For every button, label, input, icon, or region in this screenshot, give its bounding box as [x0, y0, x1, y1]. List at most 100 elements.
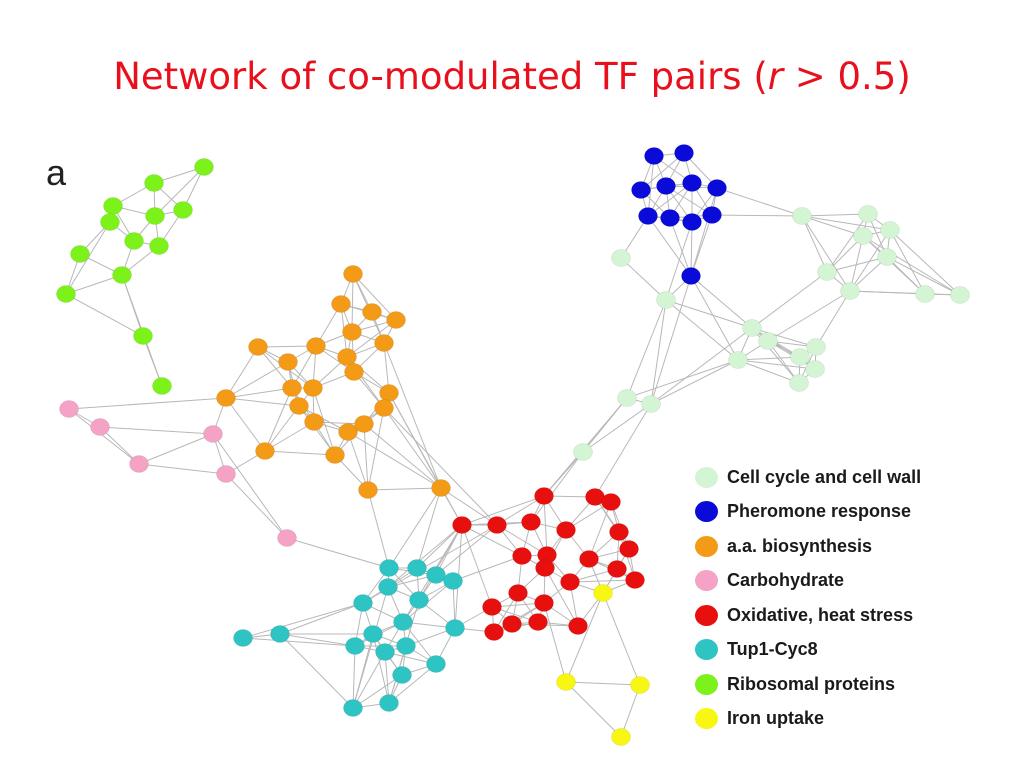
network-node-ribosomal: [103, 197, 123, 215]
network-edge: [286, 537, 390, 569]
network-node-cell-cycle: [742, 319, 762, 337]
network-edge: [815, 290, 851, 348]
network-edge: [351, 273, 354, 333]
network-edge: [68, 408, 140, 465]
network-edge: [363, 423, 369, 491]
network-edge: [650, 299, 667, 405]
network-node-oxidative: [579, 550, 599, 568]
network-node-oxidative: [601, 493, 621, 511]
network-edge: [588, 501, 612, 560]
network-node-tup1-cyc8: [426, 655, 446, 673]
network-edge: [312, 387, 336, 456]
title-r-symbol: r: [767, 55, 783, 98]
network-node-tup1-cyc8: [375, 643, 395, 661]
legend-item-aa-biosynthesis: a.a. biosynthesis: [695, 529, 995, 564]
network-edge: [669, 217, 692, 277]
network-edge: [569, 579, 636, 583]
network-edge: [154, 166, 205, 217]
network-edge: [650, 359, 739, 405]
network-edge: [388, 392, 463, 526]
network-edge: [496, 524, 548, 556]
network-node-ribosomal: [149, 237, 169, 255]
network-node-oxidative: [534, 487, 554, 505]
network-node-iron-uptake: [611, 728, 631, 746]
network-edge: [279, 633, 356, 647]
legend-item-iron-uptake: Iron uptake: [695, 702, 995, 737]
network-node-cell-cycle: [805, 360, 825, 378]
legend-label: Cell cycle and cell wall: [727, 466, 922, 487]
network-edge: [242, 602, 364, 639]
network-edge: [279, 602, 364, 635]
network-node-carbohydrate: [90, 418, 110, 436]
network-edge: [751, 327, 817, 348]
network-node-oxidative: [534, 594, 554, 612]
legend-swatch: [695, 604, 718, 626]
network-node-oxidative: [452, 516, 472, 534]
network-edge: [826, 256, 888, 273]
network-edge: [801, 213, 869, 217]
network-node-cell-cycle: [858, 205, 878, 223]
network-edge: [737, 359, 800, 384]
network-node-aa-biosynthesis: [278, 353, 298, 371]
network-node-pheromone: [702, 206, 722, 224]
network-edge: [264, 421, 315, 452]
network-node-carbohydrate: [277, 529, 297, 547]
legend-label: Carbohydrate: [727, 570, 845, 591]
network-node-cell-cycle: [880, 221, 900, 239]
network-edge: [212, 433, 288, 539]
network-edge: [440, 487, 498, 526]
network-edge: [647, 182, 693, 217]
network-edge: [138, 463, 227, 475]
legend-swatch: [695, 501, 718, 523]
network-node-tup1-cyc8: [396, 637, 416, 655]
legend-item-pheromone: Pheromone response: [695, 495, 995, 530]
network-node-oxidative: [521, 513, 541, 531]
network-node-oxidative: [560, 573, 580, 591]
legend-item-oxidative: Oxidative, heat stress: [695, 598, 995, 633]
legend-swatch: [695, 535, 718, 557]
legend-swatch: [695, 639, 718, 661]
network-node-oxidative: [508, 584, 528, 602]
network-edge: [767, 290, 851, 342]
network-edge: [530, 451, 584, 523]
network-edge: [647, 215, 692, 277]
legend-swatch: [695, 708, 718, 730]
legend-swatch: [695, 673, 718, 695]
network-edge: [690, 221, 693, 277]
network-edge: [690, 275, 739, 361]
network-node-iron-uptake: [556, 673, 576, 691]
network-edge: [647, 155, 655, 217]
network-node-aa-biosynthesis: [431, 479, 451, 497]
network-edge: [862, 235, 926, 295]
network-node-tup1-cyc8: [343, 699, 363, 717]
network-edge: [737, 356, 801, 361]
network-edge: [372, 633, 390, 704]
network-edge: [889, 229, 961, 296]
legend-swatch: [695, 466, 718, 488]
legend-item-ribosomal: Ribosomal proteins: [695, 667, 995, 702]
network-node-aa-biosynthesis: [337, 348, 357, 366]
network-node-cell-cycle: [728, 351, 748, 369]
network-edge: [225, 346, 259, 399]
network-node-tup1-cyc8: [443, 572, 463, 590]
network-edge: [461, 524, 523, 557]
network-edge: [298, 405, 336, 456]
network-node-oxidative: [625, 571, 645, 589]
network-node-oxidative: [568, 617, 588, 635]
network-edge: [225, 361, 289, 399]
legend-swatch: [695, 570, 718, 592]
network-node-tup1-cyc8: [379, 559, 399, 577]
network-node-oxidative: [528, 613, 548, 631]
network-edge: [690, 275, 753, 329]
network-edge: [264, 387, 293, 452]
network-edge: [383, 342, 442, 489]
network-edge: [801, 215, 851, 292]
network-node-oxidative: [619, 540, 639, 558]
legend: Cell cycle and cell wall Pheromone respo…: [695, 460, 995, 736]
network-edge: [435, 524, 498, 576]
legend-label: Ribosomal proteins: [727, 673, 896, 694]
network-node-cell-cycle: [641, 395, 661, 413]
network-edge: [68, 397, 227, 410]
network-edge: [225, 473, 288, 539]
